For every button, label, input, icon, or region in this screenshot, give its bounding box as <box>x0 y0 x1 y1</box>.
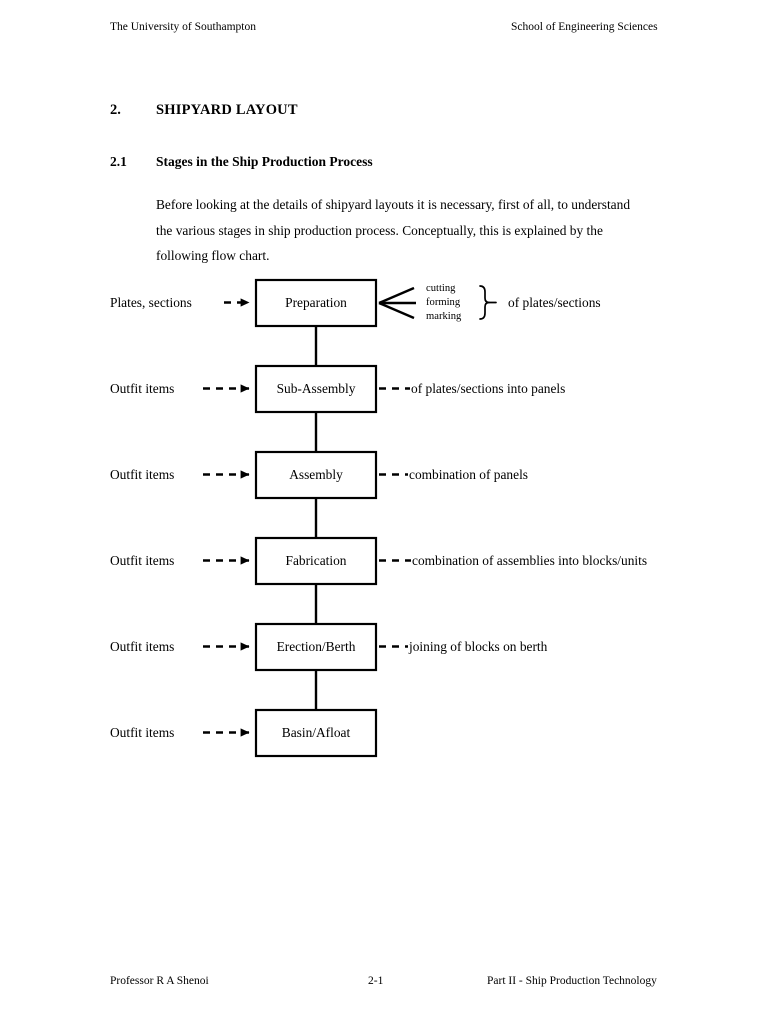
flow-fan-connector <box>378 286 416 320</box>
subsection-title: Stages in the Ship Production Process <box>156 154 373 169</box>
flow-box-label-1: Preparation <box>285 295 347 310</box>
page-footer: Professor R A Shenoi 2-1 Part II - Ship … <box>110 973 680 989</box>
flow-input-label-1: Plates, sections <box>110 295 192 310</box>
flow-box-fabrication[interactable]: Fabrication <box>254 536 378 586</box>
footer-page-number: 2-1 <box>368 975 384 987</box>
flow-annotation-line-1: cutting <box>426 283 456 294</box>
flow-brace-icon <box>479 285 497 320</box>
footer-course-name: Part II - Ship Production Technology <box>487 975 657 987</box>
flow-description-2: of plates/sections into panels <box>411 381 565 396</box>
flow-box-label-3: Assembly <box>289 467 343 482</box>
flow-description-5: joining of blocks on berth <box>408 639 548 654</box>
flow-row-fabrication: Outfit items Fabrication combination of … <box>110 536 647 638</box>
footer-author: Professor R A Shenoi <box>110 975 209 987</box>
header-university-name: The University of Southampton <box>110 21 256 33</box>
page-running-head: The University of Southampton School of … <box>110 19 680 35</box>
subsection-number: 2.1 <box>110 154 127 169</box>
flow-row-sub-assembly: Outfit items Sub-Assembly of plates/sect… <box>110 364 565 466</box>
flow-box-sub-assembly[interactable]: Sub-Assembly <box>254 364 378 414</box>
flow-input-label-6: Outfit items <box>110 725 174 740</box>
flow-input-label-5: Outfit items <box>110 639 174 654</box>
body-paragraph: Before looking at the details of shipyar… <box>156 197 631 263</box>
section-number: 2. <box>110 102 121 118</box>
flow-row-assembly: Outfit items Assembly combination of pan… <box>110 450 528 552</box>
flow-box-basin-afloat[interactable]: Basin/Afloat <box>254 708 378 758</box>
flow-box-erection-berth[interactable]: Erection/Berth <box>254 622 378 672</box>
header-school-name: School of Engineering Sciences <box>511 21 658 33</box>
section-title: SHIPYARD LAYOUT <box>156 102 298 118</box>
flow-description-3: combination of panels <box>409 467 528 482</box>
flow-box-label-4: Fabrication <box>286 553 347 568</box>
flow-box-label-6: Basin/Afloat <box>282 725 351 740</box>
flow-annotation-line-3: marking <box>426 311 462 322</box>
flow-row-erection-berth: Outfit items Erection/Berth joining of b… <box>110 622 548 724</box>
flow-row-preparation: Plates, sections Preparation cutting for… <box>110 278 601 380</box>
flow-input-label-4: Outfit items <box>110 553 174 568</box>
flow-box-label-2: Sub-Assembly <box>277 381 356 396</box>
flow-box-preparation[interactable]: Preparation <box>254 278 378 328</box>
flow-box-assembly[interactable]: Assembly <box>254 450 378 500</box>
flow-description-4: combination of assemblies into blocks/un… <box>412 553 647 568</box>
flow-annotation-line-2: forming <box>426 297 461 308</box>
flow-box-label-5: Erection/Berth <box>277 639 356 654</box>
flow-input-label-3: Outfit items <box>110 467 174 482</box>
flow-input-label-2: Outfit items <box>110 381 174 396</box>
flow-annotation-suffix: of plates/sections <box>508 295 601 310</box>
flow-row-basin-afloat: Outfit items Basin/Afloat <box>110 708 378 758</box>
ship-production-flow-chart: Plates, sections Preparation cutting for… <box>0 262 768 782</box>
